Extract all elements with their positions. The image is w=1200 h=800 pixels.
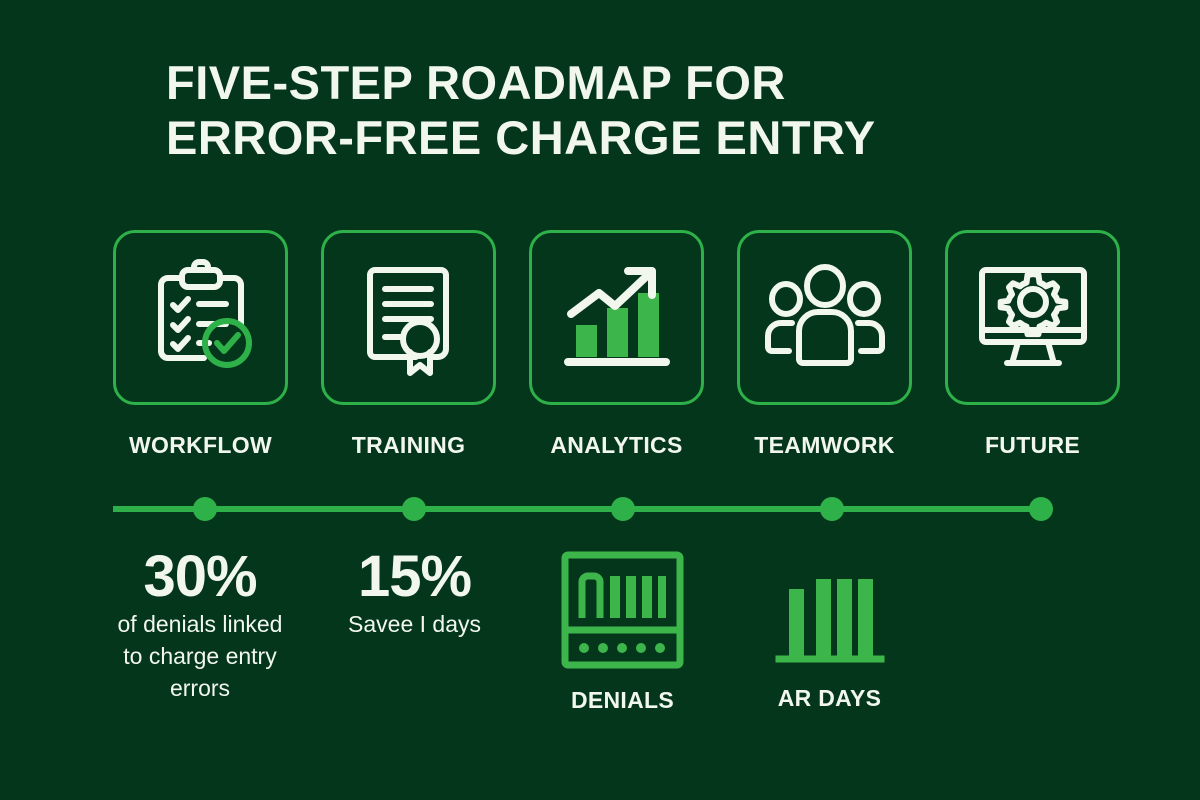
clipboard-checklist-icon <box>142 258 260 377</box>
step-label-analytics: ANALYTICS <box>550 432 683 458</box>
step-card-analytics[interactable] <box>529 230 704 405</box>
timeline-dot-4[interactable] <box>820 497 844 521</box>
stat-denials-caption: of denials linked to charge entry errors <box>117 611 283 701</box>
people-group-icon <box>764 263 886 373</box>
step-card-training[interactable] <box>321 230 496 405</box>
stat-savings-caption: Savee I days <box>348 611 481 637</box>
ar-days-bars-icon <box>775 579 885 672</box>
certificate-award-icon <box>354 259 464 377</box>
step-card-workflow[interactable] <box>113 230 288 405</box>
mini-graphic-ar-days: AR DAYS <box>752 573 907 712</box>
title-line-1: FIVE-STEP ROADMAP FOR <box>166 56 786 109</box>
timeline-dot-5[interactable] <box>1029 497 1053 521</box>
step-labels-row: WORKFLOW TRAINING ANALYTICS TEAMWORK FUT… <box>113 432 1120 459</box>
page-title: FIVE-STEP ROADMAP FOR ERROR-FREE CHARGE … <box>166 55 1066 165</box>
mini-graphic-denials: DENIALS <box>545 550 700 714</box>
step-card-future[interactable] <box>945 230 1120 405</box>
step-cards-row <box>113 230 1120 405</box>
title-line-2: ERROR-FREE CHARGE ENTRY <box>166 111 876 164</box>
monitor-gear-icon <box>974 264 1092 372</box>
roadmap-timeline <box>113 497 1120 521</box>
step-label-workflow: WORKFLOW <box>129 432 272 458</box>
mini-label-denials: DENIALS <box>570 687 675 713</box>
step-label-teamwork: TEAMWORK <box>754 432 895 458</box>
timeline-dot-1[interactable] <box>193 497 217 521</box>
stat-savings: 15% Savee I days <box>332 546 497 640</box>
timeline-dot-2[interactable] <box>402 497 426 521</box>
stat-savings-number: 15% <box>357 544 472 609</box>
step-card-teamwork[interactable] <box>737 230 912 405</box>
stat-denials-number: 30% <box>143 544 257 609</box>
step-label-future: FUTURE <box>984 432 1081 458</box>
stat-denials: 30% of denials linked to charge entry er… <box>110 546 290 704</box>
denials-meter-icon <box>560 551 685 674</box>
bar-chart-growth-icon <box>558 262 676 374</box>
step-label-training: TRAINING <box>351 432 466 458</box>
mini-label-ar-days: AR DAYS <box>777 685 882 711</box>
timeline-track <box>113 506 1048 512</box>
timeline-dot-3[interactable] <box>611 497 635 521</box>
